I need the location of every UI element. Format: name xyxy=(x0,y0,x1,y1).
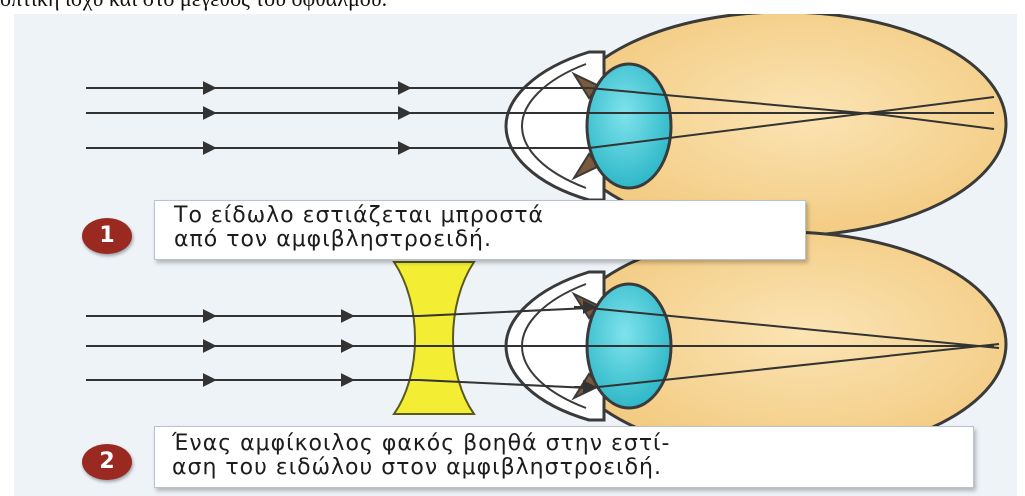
caption-1-line-1: Το είδωλο εστιάζεται μπροστά xyxy=(174,204,544,228)
caption-2-line-2: αση του ειδώλου στον αμφιβληστροειδή. xyxy=(172,456,662,480)
page-caption: οπτική ισχύ και στο μέγεθος του οφθαλμού… xyxy=(0,0,1025,12)
caption-2-line-1: Ένας αμφίκοιλος φακός βοηθά στην εστί- xyxy=(172,432,670,456)
crystalline-lens-1 xyxy=(587,64,671,188)
step-badge-2: 2 xyxy=(82,444,132,480)
biconcave-lens xyxy=(394,262,474,414)
step-badge-1: 1 xyxy=(82,218,132,254)
caption-1-line-2: από τον αμφιβληστροειδή. xyxy=(174,228,492,252)
panel-2-eye xyxy=(506,232,1006,456)
myopia-diagram: 1 Το είδωλο εστιάζεται μπροστά από τον α… xyxy=(14,14,1017,496)
